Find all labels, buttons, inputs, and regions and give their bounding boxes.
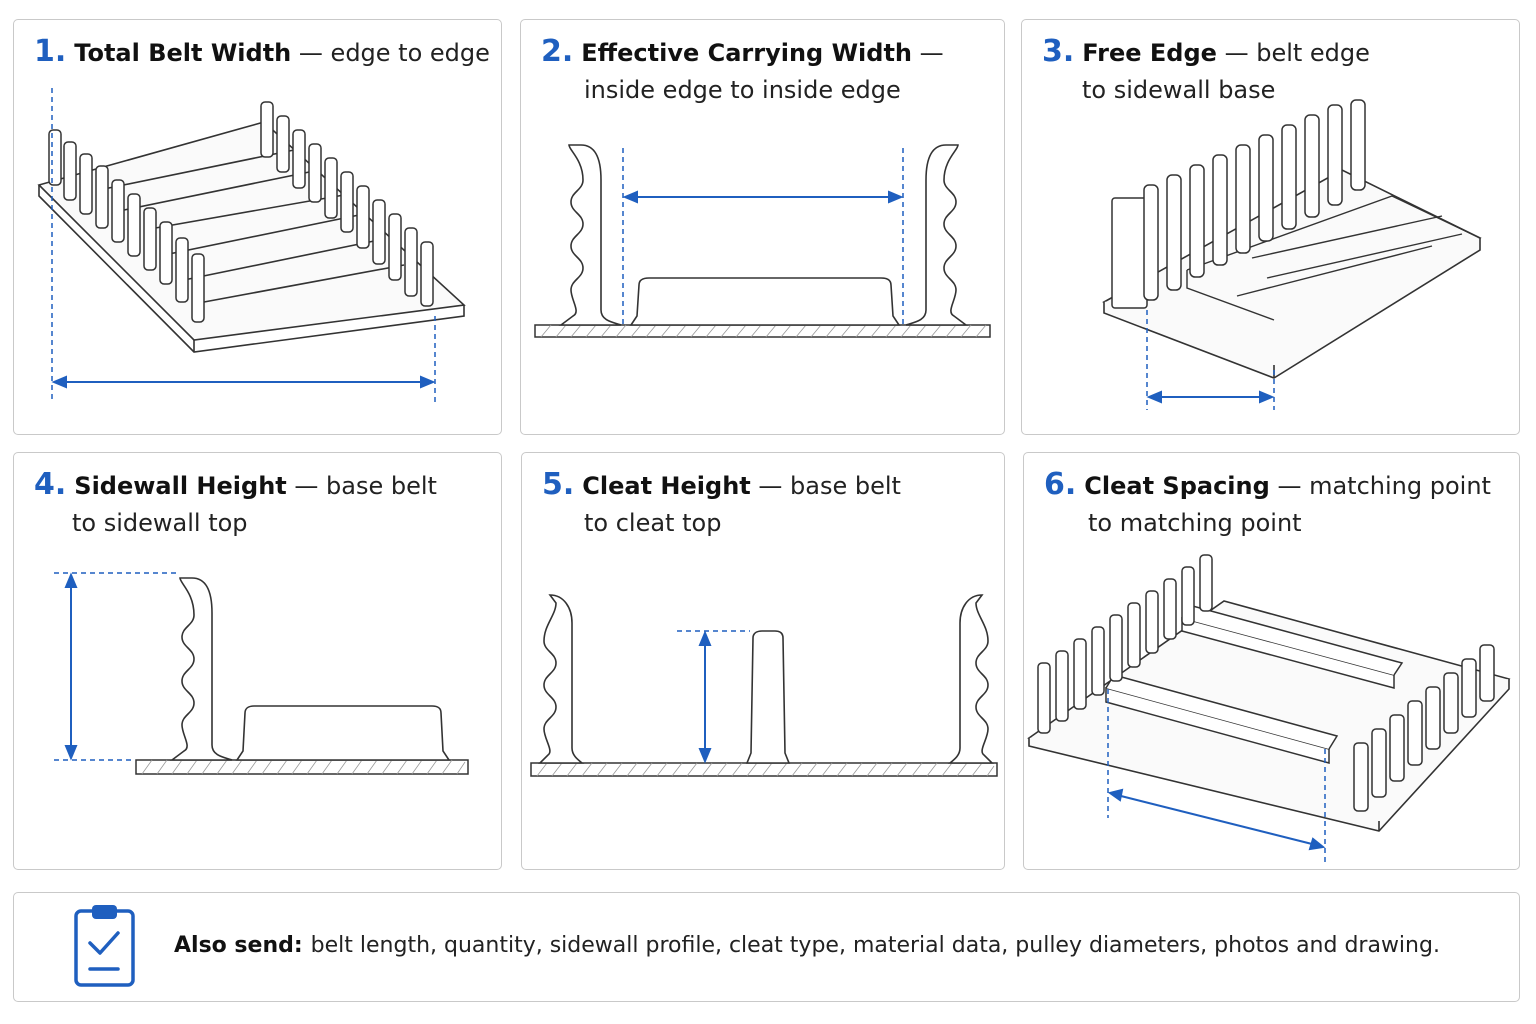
panel-title: 2.Effective Carrying Width — — [541, 34, 944, 71]
step-desc-2: to matching point — [1088, 509, 1302, 537]
footer-text: Also send: belt length, quantity, sidewal… — [174, 933, 1440, 958]
cross-section-illustration — [534, 144, 991, 338]
belt-isometric-illustration — [37, 88, 466, 402]
footer-note: Also send: belt length, quantity, sidewal… — [13, 892, 1520, 1002]
step-title: Cleat Spacing — [1084, 472, 1270, 500]
sidewall-height-illustration — [54, 572, 469, 775]
step-number: 3. — [1042, 34, 1075, 69]
title-dash: — — [1224, 39, 1249, 67]
step-desc: belt edge — [1256, 39, 1370, 67]
step-number: 6. — [1044, 467, 1077, 502]
step-desc-2: to cleat top — [584, 509, 722, 537]
footer-items: belt length, quantity, sidewall profile,… — [310, 933, 1440, 958]
title-dash: — — [298, 39, 323, 67]
step-title: Sidewall Height — [74, 472, 287, 500]
panel-effective-carrying-width: 2.Effective Carrying Width — inside edge… — [520, 19, 1005, 435]
step-title: Total Belt Width — [74, 39, 292, 67]
step-desc-2: to sidewall base — [1082, 76, 1276, 104]
cleat-height-illustration — [530, 594, 998, 777]
step-title: Free Edge — [1082, 39, 1217, 67]
step-title: Effective Carrying Width — [581, 39, 913, 67]
step-number: 5. — [542, 467, 575, 502]
panel-title: 1.Total Belt Width — edge to edge — [34, 34, 490, 71]
panel-cleat-spacing: 6.Cleat Spacing — matching point to matc… — [1023, 452, 1520, 870]
title-dash: — — [294, 472, 319, 500]
panel-cleat-height: 5.Cleat Height — base belt to cleat top — [521, 452, 1005, 870]
panel-sidewall-height: 4.Sidewall Height — base belt to sidewal… — [13, 452, 502, 870]
panel-title: 6.Cleat Spacing — matching point — [1044, 467, 1491, 504]
step-desc: inside edge to inside edge — [584, 76, 901, 104]
panel-title: 4.Sidewall Height — base belt — [34, 467, 437, 504]
panel-title: 3.Free Edge — belt edge — [1042, 34, 1370, 71]
footer-label: Also send: — [174, 933, 303, 958]
step-desc: base belt — [790, 472, 901, 500]
step-desc-2: to sidewall top — [72, 509, 248, 537]
title-dash: — — [919, 39, 944, 67]
panel-title: 5.Cleat Height — base belt — [542, 467, 901, 504]
step-desc: edge to edge — [330, 39, 490, 67]
step-desc: base belt — [326, 472, 437, 500]
free-edge-illustration — [1102, 99, 1482, 410]
step-title: Cleat Height — [582, 472, 751, 500]
cleat-spacing-illustration — [1027, 554, 1511, 863]
step-desc: matching point — [1309, 472, 1491, 500]
panel-free-edge: 3.Free Edge — belt edge to sidewall base — [1021, 19, 1520, 435]
panel-total-belt-width: 1.Total Belt Width — edge to edge — [13, 19, 502, 435]
step-number: 2. — [541, 34, 574, 69]
clipboard-check-icon — [74, 905, 135, 987]
step-number: 1. — [34, 34, 67, 69]
title-dash: — — [758, 472, 783, 500]
title-dash: — — [1277, 472, 1302, 500]
step-number: 4. — [34, 467, 67, 502]
